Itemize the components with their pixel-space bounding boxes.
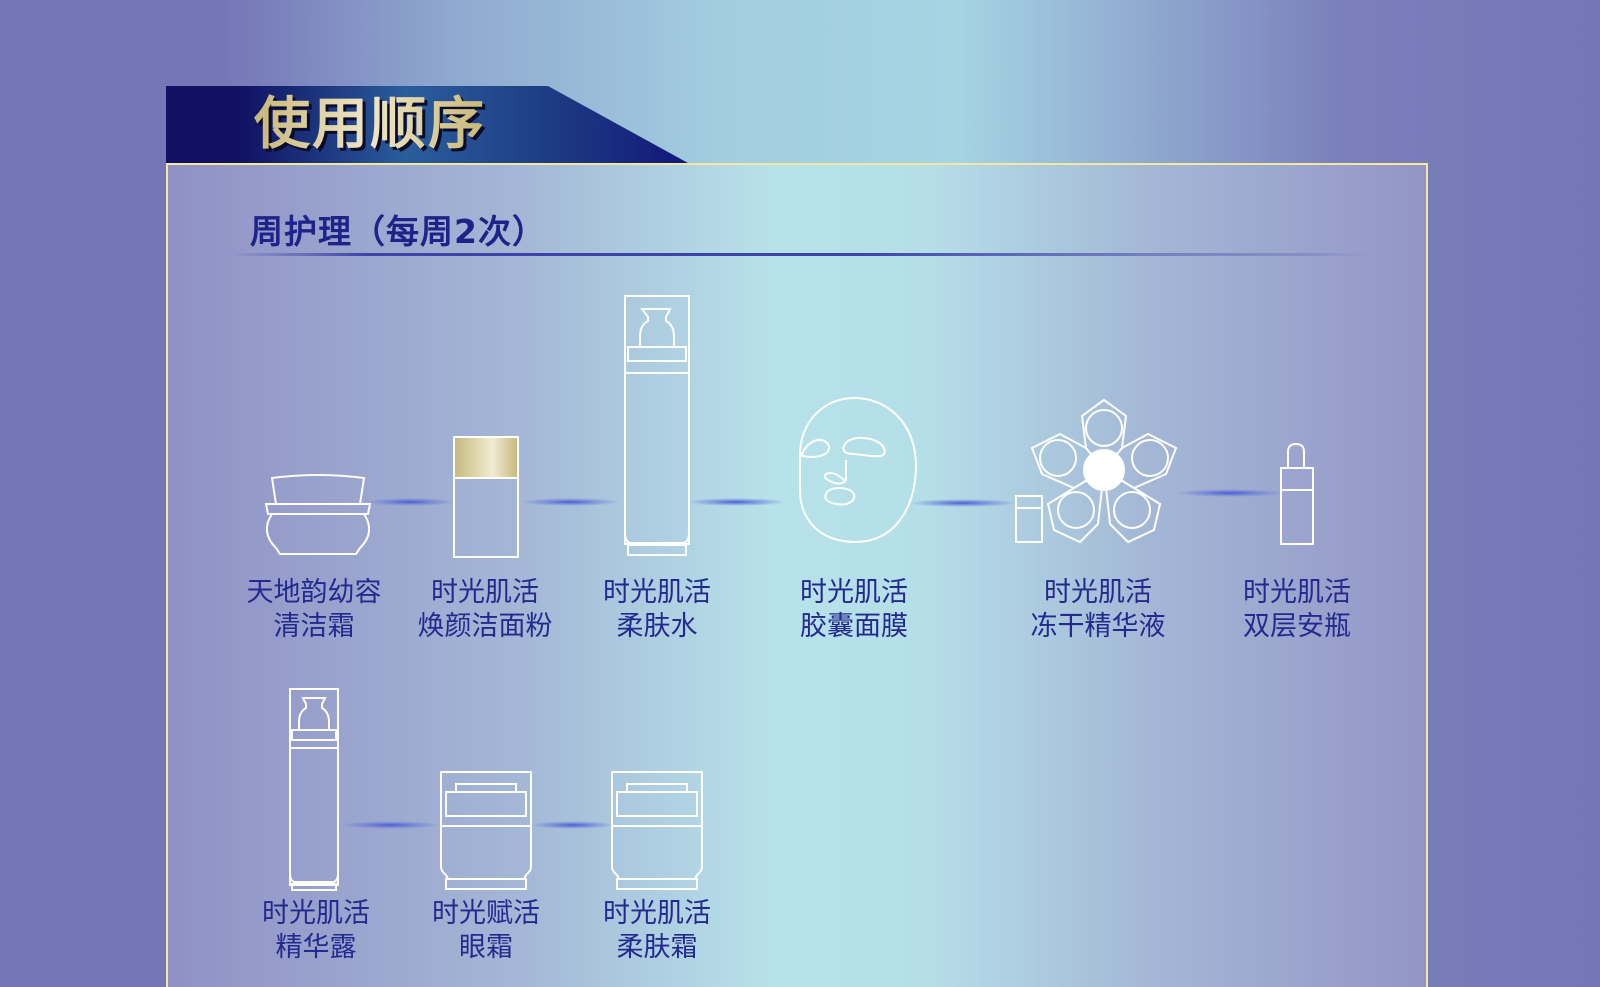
product-series: 时光肌活	[603, 898, 711, 929]
product-label: 时光肌活 精华露	[262, 897, 370, 965]
step-connector	[908, 499, 1018, 507]
product-label: 时光赋活 眼霜	[432, 897, 540, 965]
cream-jar-icon	[440, 771, 532, 890]
pump-bottle-icon	[289, 688, 339, 891]
product-label: 时光肌活 柔肤水	[603, 576, 711, 644]
product-series: 时光肌活	[1243, 577, 1351, 608]
pump-bottle-icon	[624, 295, 690, 556]
section-title: 周护理（每周2次）	[250, 212, 546, 251]
product-name: 精华露	[275, 932, 357, 963]
product-name: 冻干精华液	[1030, 611, 1166, 642]
step-connector	[530, 821, 615, 829]
product-name: 柔肤水	[616, 611, 698, 642]
cream-jar-icon	[264, 474, 372, 555]
product-series: 时光肌活	[1044, 577, 1152, 608]
product-label: 时光肌活 胶囊面膜	[800, 576, 908, 644]
section-divider	[230, 253, 1370, 256]
step-connector	[340, 821, 440, 829]
product-series: 时光肌活	[262, 898, 370, 929]
dropper-vial-icon	[1280, 442, 1314, 545]
step-connector	[520, 498, 620, 506]
step-connector	[365, 498, 455, 506]
product-series: 时光肌活	[800, 577, 908, 608]
content-panel	[166, 163, 1428, 987]
product-name: 胶囊面膜	[800, 611, 908, 642]
powder-bottle-icon	[453, 436, 519, 558]
cream-jar-icon	[611, 771, 703, 890]
step-connector	[1175, 489, 1285, 497]
product-name: 清洁霜	[273, 611, 355, 642]
product-name: 双层安瓶	[1243, 611, 1351, 642]
product-name: 眼霜	[459, 932, 513, 963]
product-name: 焕颜洁面粉	[417, 611, 553, 642]
product-label: 时光肌活 双层安瓶	[1243, 576, 1351, 644]
freeze-dried-capsules-icon	[1015, 398, 1178, 544]
product-label: 时光肌活 冻干精华液	[1031, 576, 1166, 644]
product-label: 时光肌活 焕颜洁面粉	[418, 576, 553, 644]
face-mask-icon	[799, 396, 918, 544]
step-connector	[686, 498, 786, 506]
product-series: 时光赋活	[432, 898, 540, 929]
page-title: 使用顺序	[254, 92, 486, 157]
product-label: 天地韵幼容 清洁霜	[247, 576, 382, 644]
product-name: 柔肤霜	[616, 932, 698, 963]
product-series: 时光肌活	[431, 577, 539, 608]
product-label: 时光肌活 柔肤霜	[603, 897, 711, 965]
product-series: 天地韵幼容	[246, 577, 382, 608]
product-series: 时光肌活	[603, 577, 711, 608]
